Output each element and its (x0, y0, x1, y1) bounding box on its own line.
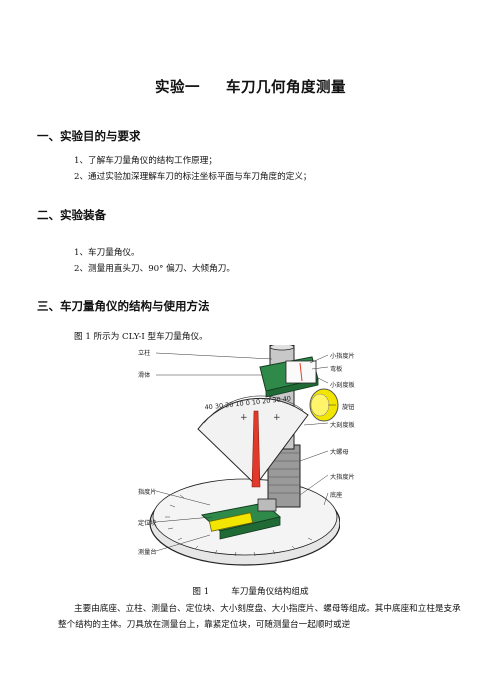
body-paragraph: 主要由底座、立柱、测量台、定位块、大小刻度盘、大小指度片、螺母等组成。其中底座和… (58, 604, 461, 630)
cutting-tool (208, 512, 254, 532)
label-big-nut: 大螺母 (330, 449, 349, 456)
label-locating-block: 定位块 (138, 520, 157, 527)
label-base: 底座 (330, 492, 343, 499)
label-small-pointer: 小指度片 (330, 353, 355, 360)
locating-block (257, 498, 277, 512)
plus-mark-right: + (273, 413, 281, 423)
figure-caption: 图 1 车刀量角仪结构组成 (0, 585, 501, 597)
label-knob: 旋钮 (342, 404, 355, 411)
section-heading-2: 二、实验装备 (37, 208, 106, 222)
base-ticks (165, 494, 313, 557)
label-large-pointer: 大指度片 (330, 474, 355, 481)
caption-number: 图 1 (192, 587, 210, 597)
protractor-figure: 40 30 20 10 0 10 20 30 40 + + (149, 345, 340, 566)
section-heading-1: 一、实验目的与要求 (37, 129, 141, 143)
measuring-table-side (219, 516, 281, 540)
label-large-scale: 大刻度板 (330, 422, 355, 429)
leader-lines (155, 352, 336, 552)
label-measuring-table: 测量台 (138, 549, 157, 556)
label-column: 立柱 (138, 350, 151, 357)
caption-text: 车刀量角仪结构组成 (231, 587, 309, 597)
section-3-intro: 图 1 所示为 CLY-I 型车刀量角仪。 (74, 332, 208, 342)
section-1-item-1: 1、了解车刀量角仪的结构工作原理； (74, 156, 217, 166)
scale-arc (203, 395, 304, 424)
label-small-scale: 小刻度板 (330, 382, 355, 389)
column-top (269, 345, 295, 351)
title-name: 车刀几何角度测量 (226, 80, 346, 96)
section-heading-3: 三、车刀量角仪的结构与使用方法 (37, 299, 210, 313)
document-title: 实验一 车刀几何角度测量 (0, 76, 501, 97)
section-2-item-2: 2、测量用直头刀、90° 偏刀、大倾角刀。 (74, 264, 235, 274)
plus-mark-left: + (240, 413, 248, 423)
large-pointer (251, 410, 261, 488)
section-1-item-2: 2、通过实验加深理解车刀的标注坐标平面与车刀角度的定义； (74, 172, 312, 182)
label-bent-plate: 弯板 (330, 366, 343, 373)
title-number: 实验一 (155, 80, 200, 96)
small-pointer (299, 362, 303, 382)
knob-face (310, 393, 330, 417)
label-pointer: 指度片 (138, 489, 157, 496)
label-slider: 滑体 (138, 372, 151, 379)
section-2-item-1: 1、车刀量角仪。 (74, 248, 140, 258)
